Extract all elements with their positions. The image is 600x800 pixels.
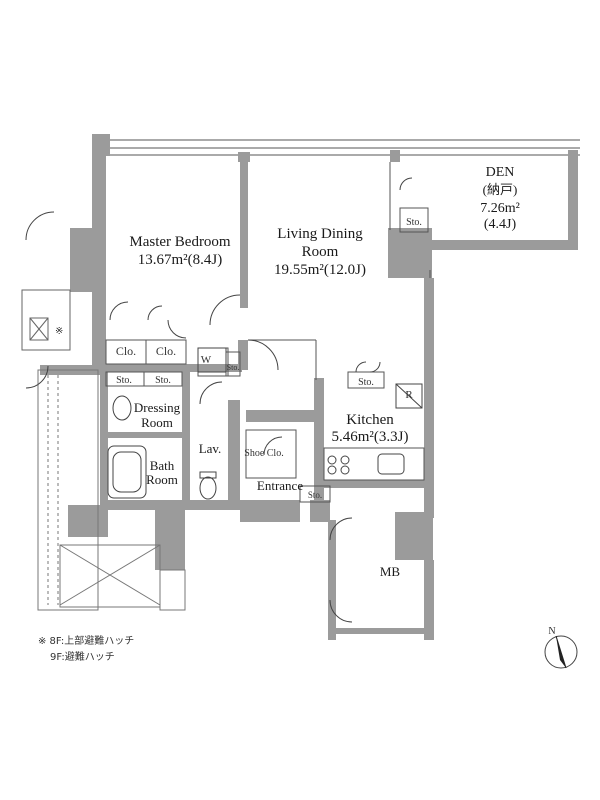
kitchen-storage-label: Sto.: [358, 377, 374, 388]
den-name: DEN: [486, 165, 515, 180]
kitchen-name: Kitchen: [346, 412, 394, 428]
bath-room-name: Bath: [150, 458, 175, 473]
walls: [40, 134, 578, 640]
washbasin: [112, 395, 132, 421]
sink: [377, 453, 405, 475]
dressing-room-name: Dressing: [134, 400, 181, 415]
hatch-area: [21, 289, 71, 351]
master-bedroom-name: Master Bedroom: [129, 234, 231, 250]
lower-balcony: [37, 369, 186, 611]
kitchen-area: 5.46m²(3.3J): [332, 429, 409, 445]
entrance-name: Entrance: [257, 478, 303, 493]
den-area: 7.26m²: [480, 201, 520, 216]
shoe-closet-label: Shoe Clo.: [244, 448, 283, 459]
master-bedroom-area: 13.67m²(8.4J): [138, 252, 223, 268]
living-dining-name: Living Dining: [277, 226, 363, 242]
fridge-label: R: [405, 389, 413, 401]
living-dining-name-2: Room: [302, 244, 339, 260]
note-line-2: 9F:避難ハッチ: [50, 650, 115, 663]
dressing-storage-label-2: Sto.: [155, 375, 171, 386]
entrance-storage-label: Sto.: [308, 490, 322, 500]
mb-name: MB: [380, 564, 401, 579]
hatch-mark: ※: [55, 326, 63, 337]
dressing-storage-label-1: Sto.: [116, 375, 132, 386]
dressing-room-name-2: Room: [141, 415, 173, 430]
compass-label: N: [548, 626, 555, 637]
note-line-1: ※ 8F:上部避難ハッチ: [38, 634, 134, 647]
lav-name: Lav.: [199, 441, 222, 456]
living-dining-area: 19.55m²(12.0J): [274, 262, 366, 278]
washer-space: [197, 347, 227, 373]
den-storage-label: Sto.: [406, 217, 422, 228]
washer-label: W: [201, 354, 212, 366]
closet-label-2: Clo.: [156, 344, 176, 358]
den-tatami: (4.4J): [484, 217, 517, 232]
bath-room-name-2: Room: [146, 472, 178, 487]
bathtub: [107, 445, 147, 499]
stove: [327, 455, 350, 475]
wc-storage-label: Sto.: [227, 363, 240, 372]
fridge-box: [395, 383, 423, 409]
den-sub: (納戸): [483, 182, 518, 197]
compass-icon: [544, 635, 578, 669]
top-balcony: [108, 139, 580, 156]
interior-lines: [105, 162, 431, 503]
doors: [25, 177, 413, 623]
closet-label-1: Clo.: [116, 344, 136, 358]
toilet: [199, 471, 217, 500]
